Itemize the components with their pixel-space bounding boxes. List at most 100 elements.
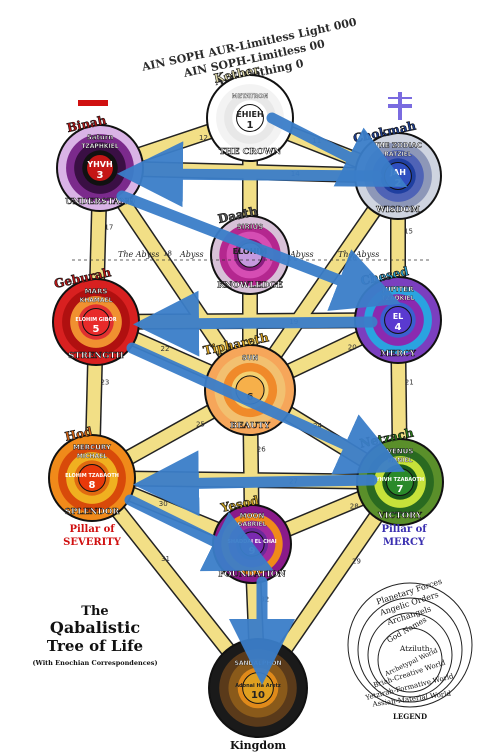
path-number: 21 xyxy=(405,379,414,387)
sephirah-number: 9 xyxy=(249,546,256,557)
abyss-right: The Abyss xyxy=(338,250,379,259)
planet: THE ZODIAC xyxy=(374,141,422,149)
abyss-mid-left: Abyss xyxy=(179,250,204,259)
pillar-severity-caption: Pillar of SEVERITY xyxy=(63,524,122,548)
sephirah-title: Hod xyxy=(64,424,95,444)
path-number: 28 xyxy=(350,503,359,511)
path-number: 18 xyxy=(163,249,172,257)
path-number: 24 xyxy=(313,422,322,430)
sephirah-number: 7 xyxy=(397,484,404,495)
sephirah-meaning: UNDERSTAND xyxy=(65,197,135,207)
path-number: 15 xyxy=(404,228,413,236)
path-number: 30 xyxy=(159,500,168,508)
god-name: YHVH TZABAOTH xyxy=(375,477,424,483)
severity-symbol xyxy=(78,100,108,106)
archangel: SANDALPHON xyxy=(235,660,282,667)
path-number: 23 xyxy=(100,378,109,386)
blue-arrow xyxy=(133,290,378,357)
blue-arrow xyxy=(266,112,408,187)
god-name: EL xyxy=(393,312,404,321)
abyss-left: The Abyss xyxy=(118,250,159,259)
sephirah-number: 4 xyxy=(395,322,402,333)
path-number: 29 xyxy=(352,557,361,565)
sephirah-meaning: STRENGTH xyxy=(68,351,123,361)
sephirah-number: 1 xyxy=(247,120,254,131)
god-name: YHVH xyxy=(86,160,112,169)
sephirah-meaning: FOUNDATION xyxy=(218,570,286,580)
footer-title: The Qabalistic Tree of Life (With Enochi… xyxy=(32,604,157,667)
legend-ring-5: Atziluth- xyxy=(399,644,433,653)
sephirah-meaning: WISDOM xyxy=(375,205,420,215)
archangel: TZAPHKIEL xyxy=(81,143,118,150)
pillar-severity-top: Pillar of xyxy=(69,524,115,535)
blue-arrow xyxy=(124,494,274,572)
sephirah-core xyxy=(78,464,106,492)
pillar-severity-bottom: SEVERITY xyxy=(63,537,122,548)
planet: Saturn xyxy=(87,133,114,141)
sephirah-number: 8 xyxy=(89,480,96,491)
title-line2: Qabalistic xyxy=(50,618,140,637)
sephirah-number: 10 xyxy=(251,690,265,701)
sephirah-core xyxy=(236,104,264,132)
abyss-mid-right: Abyss xyxy=(289,250,314,259)
pillar-mercy-caption: Pillar of MERCY xyxy=(381,524,427,548)
title-line3: Tree of Life xyxy=(47,637,143,655)
title-line1: The xyxy=(81,604,108,619)
path-number: 26 xyxy=(257,446,266,454)
archangel: TZADKIEL xyxy=(382,295,415,302)
planet: MARS xyxy=(85,287,108,295)
planet: SIRIUS xyxy=(237,223,263,231)
god-name: Adonai Ha Aretz xyxy=(235,683,281,689)
legend-label: LEGEND xyxy=(393,712,427,721)
archangel: METATRON xyxy=(232,93,269,100)
sephirah-meaning: SPLENDOR xyxy=(65,507,121,517)
path-number: 20 xyxy=(348,344,357,352)
blue-arrow xyxy=(117,141,382,208)
pillar-mercy-bottom: MERCY xyxy=(383,537,426,548)
title-line4: (With Enochian Correspondences) xyxy=(32,659,157,667)
sephirah-meaning: BEAUTY xyxy=(230,421,271,431)
sephirah-meaning: KNOWLEDGE xyxy=(217,281,283,291)
sephirah-title: Kingdom xyxy=(230,739,286,752)
god-name: JAH xyxy=(389,168,406,177)
god-name: ELOHIM GIBOR xyxy=(75,317,116,323)
sephirah-yesod[interactable]: SHADDAI EL CHAI9GABRIELMOONFOUNDATIONYes… xyxy=(212,493,292,584)
path-number: 17 xyxy=(104,224,113,232)
archangel: HANIEL xyxy=(388,457,413,464)
path-number: 12 xyxy=(199,134,208,142)
planet: SUN xyxy=(242,354,259,362)
sephirah-core xyxy=(82,308,110,336)
sephirah-meaning: VICTORY xyxy=(377,511,423,521)
god-name: ELOHIM xyxy=(233,247,268,256)
blue-arrow xyxy=(116,190,401,311)
blue-arrow xyxy=(133,450,378,517)
sephirah-meaning: MERCY xyxy=(380,349,417,359)
archangel: KHAMAEL xyxy=(80,297,113,304)
god-name: SHADDAI EL CHAI xyxy=(227,539,276,545)
archangel: GABRIEL xyxy=(238,521,267,528)
planet: MERCURY xyxy=(73,443,112,451)
sephirah-core xyxy=(86,154,114,182)
legend: Planetary Forces Angelic Orders Archange… xyxy=(347,577,473,721)
mercy-symbol xyxy=(388,92,412,120)
sephirah-meaning: THE CROWN xyxy=(219,147,282,157)
god-name: ELOHIM TZABAOTH xyxy=(65,473,119,479)
pillar-mercy-top: Pillar of xyxy=(381,524,427,535)
planet: MOON xyxy=(240,512,265,520)
sephirah-number: 5 xyxy=(93,324,100,335)
path-number: 22 xyxy=(161,345,170,353)
blue-arrow xyxy=(126,342,406,475)
path-number: 25 xyxy=(196,420,205,428)
sephirah-number: 2 xyxy=(395,178,402,189)
path-number: 31 xyxy=(161,555,170,563)
sephirah-number: 3 xyxy=(97,170,104,181)
god-name: EHIEH xyxy=(236,110,263,119)
arrows-layer xyxy=(116,112,408,685)
archangel: MICHAEL xyxy=(77,453,107,460)
